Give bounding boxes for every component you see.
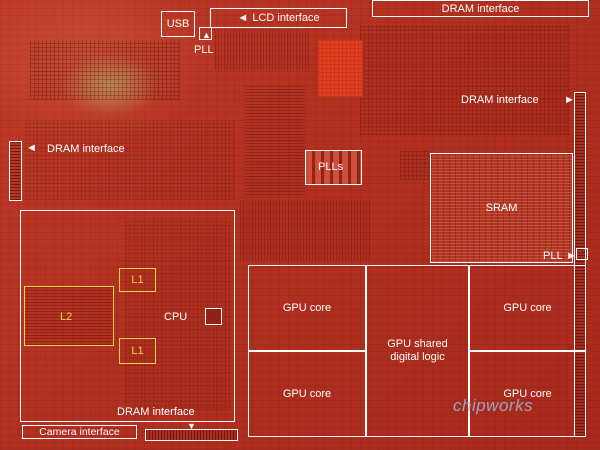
watermark: chipworks bbox=[453, 396, 534, 415]
plls-block bbox=[305, 150, 362, 185]
hotspot-texture bbox=[318, 40, 363, 97]
gpu-core-top-left: GPU core bbox=[248, 265, 366, 351]
pll-right-label: PLL bbox=[543, 250, 563, 262]
cpu-label: CPU bbox=[164, 311, 188, 323]
gpu-shared-logic: GPU shared digital logic bbox=[366, 265, 469, 437]
arrow-up-icon: ▲ bbox=[202, 30, 211, 40]
dram-right-label: DRAM interface bbox=[461, 94, 539, 106]
cpu-block bbox=[20, 210, 235, 422]
logic-block bbox=[245, 85, 305, 195]
dram-left-label: DRAM interface bbox=[47, 143, 125, 155]
dram-top-label: DRAM interface bbox=[441, 2, 520, 15]
l1-cache-bottom-block: L1 bbox=[119, 338, 156, 364]
logic-block bbox=[25, 120, 235, 200]
gpu-core-bottom-left: GPU core bbox=[248, 351, 366, 437]
arrow-left-icon: ◄ bbox=[26, 142, 37, 154]
logic-block bbox=[30, 40, 180, 100]
logic-block bbox=[215, 30, 310, 70]
arrow-left-icon: ◄ bbox=[237, 11, 249, 24]
gpu-core-top-right: GPU core bbox=[469, 265, 586, 351]
camera-interface-block: Camera interface bbox=[22, 425, 137, 439]
arrow-down-icon: ▼ bbox=[187, 421, 196, 431]
lcd-interface-label: LCD interface bbox=[252, 12, 320, 24]
gpu-core-bottom-right: GPU core bbox=[469, 351, 586, 437]
plls-label: PLLs bbox=[318, 161, 344, 173]
usb-block: USB bbox=[161, 11, 195, 37]
pll-right-box bbox=[576, 248, 588, 260]
hotspot-block bbox=[318, 40, 363, 97]
logic-block bbox=[240, 200, 370, 260]
usb-label: USB bbox=[166, 18, 190, 30]
camera-label: Camera interface bbox=[39, 426, 120, 438]
l2-label: L2 bbox=[60, 311, 73, 323]
dram-interface-bottom-strip bbox=[145, 429, 238, 441]
pll-top-label: PLL bbox=[194, 44, 214, 56]
logic-block bbox=[360, 25, 570, 135]
l1-bottom-label: L1 bbox=[131, 345, 144, 357]
gpu-shared-label: GPU shared digital logic bbox=[387, 338, 448, 363]
arrow-right-icon: ► bbox=[564, 94, 575, 106]
gpu-tr-label: GPU core bbox=[503, 302, 552, 314]
cpu-small-block bbox=[205, 308, 222, 325]
logic-block bbox=[400, 150, 430, 180]
l2-cache-block bbox=[24, 286, 114, 346]
gpu-br-label: GPU core bbox=[503, 388, 552, 400]
arrow-right-icon: ► bbox=[566, 250, 577, 262]
sram-label: SRAM bbox=[485, 202, 518, 214]
gpu-tl-label: GPU core bbox=[282, 302, 332, 314]
l1-cache-top-block: L1 bbox=[119, 268, 156, 292]
lcd-interface-block: ◄ LCD interface bbox=[210, 8, 347, 28]
sram-block: SRAM bbox=[430, 153, 573, 263]
dram-interface-left-strip bbox=[9, 141, 22, 201]
dram-bottom-label: DRAM interface bbox=[117, 406, 195, 418]
pll-top-box bbox=[199, 27, 212, 40]
gpu-bl-label: GPU core bbox=[282, 388, 332, 400]
dram-interface-top: DRAM interface bbox=[372, 0, 589, 17]
l1-top-label: L1 bbox=[131, 274, 144, 286]
